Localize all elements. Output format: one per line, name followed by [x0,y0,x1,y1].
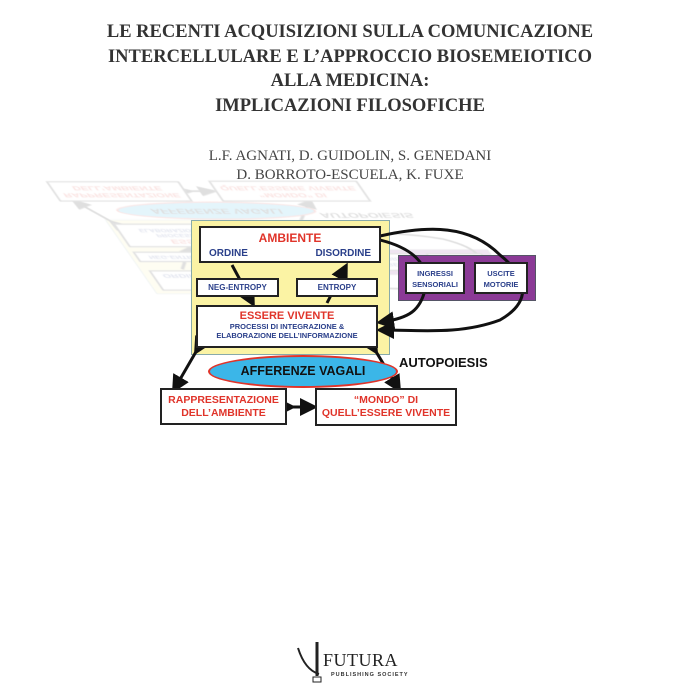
neg-entropy-box: NEG-ENTROPY [196,278,279,297]
rappresentazione-label: RAPPRESENTAZIONE [168,394,279,406]
ordine-label: ORDINE [209,248,248,259]
authors-line: D. BORROTO-ESCUELA, K. FUXE [236,167,464,183]
sword-emblem-icon [297,642,322,683]
biosemiotic-diagram: AMBIENTE ORDINE DISORDINE NEG-ENTROPY EN… [160,220,536,426]
essere-vivente-box: ESSERE VIVENTE PROCESSI DI INTEGRAZIONE … [196,305,378,348]
title-line: INTERCELLULARE E L’APPROCCIO BIOSEMEIOTI… [107,46,592,67]
disordine-label: DISORDINE [315,248,371,259]
afferenze-vagali-ellipse: AFFERENZE VAGALI [208,355,398,388]
entropy-box: ENTROPY [296,278,378,297]
title-line: IMPLICAZIONI FILOSOFICHE [215,95,485,116]
rappresentazione-box: RAPPRESENTAZIONE DELL’AMBIENTE [160,388,287,425]
uscite-motorie-box: USCITE MOTORIE [474,262,528,294]
autopoiesis-label: AUTOPOIESIS [399,355,488,370]
title-line: ALLA MEDICINA: [270,71,430,91]
sensoriali-label: SENSORIALI [412,280,458,289]
dell-ambiente-label: DELL’AMBIENTE [181,407,266,419]
publisher-logo: FUTURA PUBLISHING SOCIETY [295,640,410,685]
processi-label: PROCESSI DI INTEGRAZIONE & [229,322,345,331]
quell-essere-label: QUELL’ESSERE VIVENTE [321,407,451,419]
ingressi-label: INGRESSI [417,269,453,278]
ambiente-label: AMBIENTE [258,231,322,245]
ambiente-box: AMBIENTE ORDINE DISORDINE [199,226,381,263]
authors-line: L.F. AGNATI, D. GUIDOLIN, S. GENEDANI [208,148,492,164]
mondo-box: “MONDO” DI QUELL’ESSERE VIVENTE [315,388,457,426]
publisher-name: FUTURA [323,650,399,670]
ingressi-sensoriali-box: INGRESSI SENSORIALI [405,262,465,294]
mondo-label: “MONDO” DI [353,394,419,406]
elaborazione-label: ELABORAZIONE DELL’INFORMAZIONE [216,331,358,340]
essere-vivente-label: ESSERE VIVENTE [239,310,335,322]
book-title: LE RECENTI ACQUISIZIONI SULLA COMUNICAZI… [0,20,700,118]
publisher-tagline: PUBLISHING SOCIETY [331,672,409,678]
title-line: LE RECENTI ACQUISIZIONI SULLA COMUNICAZI… [106,22,594,42]
motorie-label: MOTORIE [483,280,519,289]
uscite-label: USCITE [487,269,515,278]
authors: L.F. AGNATI, D. GUIDOLIN, S. GENEDANI D.… [0,147,700,185]
